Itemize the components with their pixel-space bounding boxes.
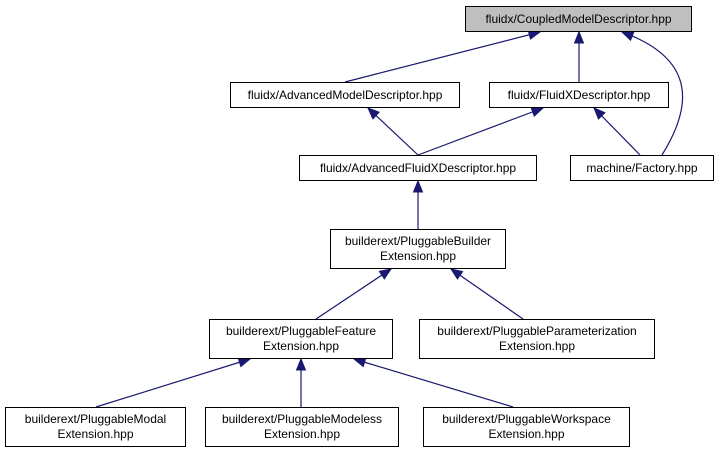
arrowhead-fluidx_desc-to-coupled [573, 30, 585, 44]
node-label-line-2: Extension.hpp [379, 249, 457, 263]
node-label-line-1: builderext/PluggableModeless [221, 412, 383, 426]
edge-parameterization-to-builder [450, 268, 524, 320]
node-label-line-1: builderext/PluggableParameterization [437, 324, 637, 338]
arrowhead-factory-to-fluidx_desc [593, 107, 606, 120]
node-advanced-model-descriptor[interactable]: fluidx/AdvancedModelDescriptor.hpp [230, 82, 460, 108]
node-label: fluidx/CoupledModelDescriptor.hpp [485, 11, 672, 26]
arrowhead-factory-to-coupled [620, 31, 635, 42]
edge-factory-to-coupled [621, 31, 684, 156]
node-advanced-fluidx-descriptor[interactable]: fluidx/AdvancedFluidXDescriptor.hpp [299, 155, 537, 181]
node-label-line-1: builderext/PluggableFeature [225, 324, 377, 338]
node-label-line-2: Extension.hpp [498, 339, 576, 353]
arrowhead-modal-to-feature [237, 357, 252, 368]
arrowhead-parameterization-to-builder [449, 268, 464, 280]
node-label-line-2: Extension.hpp [263, 427, 341, 441]
arrowhead-feature-to-builder [378, 268, 393, 280]
node-pluggable-modal-extension[interactable]: builderext/PluggableModal Extension.hpp [5, 407, 186, 447]
edge-feature-to-builder [315, 268, 392, 320]
node-machine-factory[interactable]: machine/Factory.hpp [570, 155, 714, 181]
arrowhead-modeless-to-feature [295, 357, 307, 371]
node-label: fluidx/AdvancedModelDescriptor.hpp [247, 87, 443, 102]
node-label-line-2: Extension.hpp [262, 339, 340, 353]
edge-modal-to-feature [95, 358, 251, 408]
arrowhead-builder-to-advanced_fluidx [412, 179, 424, 193]
edge-workspace-to-feature [353, 358, 514, 408]
arrowhead-advanced_fluidx-to-fluidx_desc [530, 107, 545, 117]
node-fluidx-descriptor[interactable]: fluidx/FluidXDescriptor.hpp [489, 82, 669, 108]
node-pluggable-modeless-extension[interactable]: builderext/PluggableModeless Extension.h… [205, 407, 399, 447]
node-pluggable-builder-extension[interactable]: builderext/PluggableBuilder Extension.hp… [330, 229, 506, 269]
node-pluggable-feature-extension[interactable]: builderext/PluggableFeature Extension.hp… [209, 319, 393, 359]
node-label-line-1: builderext/PluggableModal [24, 412, 167, 426]
node-coupled-model-descriptor[interactable]: fluidx/CoupledModelDescriptor.hpp [465, 6, 692, 32]
edge-advanced_model-to-coupled [344, 31, 541, 83]
node-pluggable-workspace-extension[interactable]: builderext/PluggableWorkspace Extension.… [423, 407, 630, 447]
node-label-line-1: builderext/PluggableWorkspace [442, 412, 611, 426]
node-pluggable-parameterization-extension[interactable]: builderext/PluggableParameterization Ext… [419, 319, 655, 359]
node-label: machine/Factory.hpp [586, 160, 698, 175]
edge-advanced_fluidx-to-fluidx_desc [417, 107, 544, 156]
arrowhead-workspace-to-feature [352, 357, 367, 368]
node-label-line-2: Extension.hpp [488, 427, 565, 441]
node-label: fluidx/AdvancedFluidXDescriptor.hpp [319, 160, 517, 175]
arrowhead-advanced_fluidx-to-advanced_model [367, 107, 380, 120]
node-label: fluidx/FluidXDescriptor.hpp [507, 87, 651, 102]
node-label-line-2: Extension.hpp [57, 427, 134, 441]
node-label-line-1: builderext/PluggableBuilder [344, 234, 492, 248]
